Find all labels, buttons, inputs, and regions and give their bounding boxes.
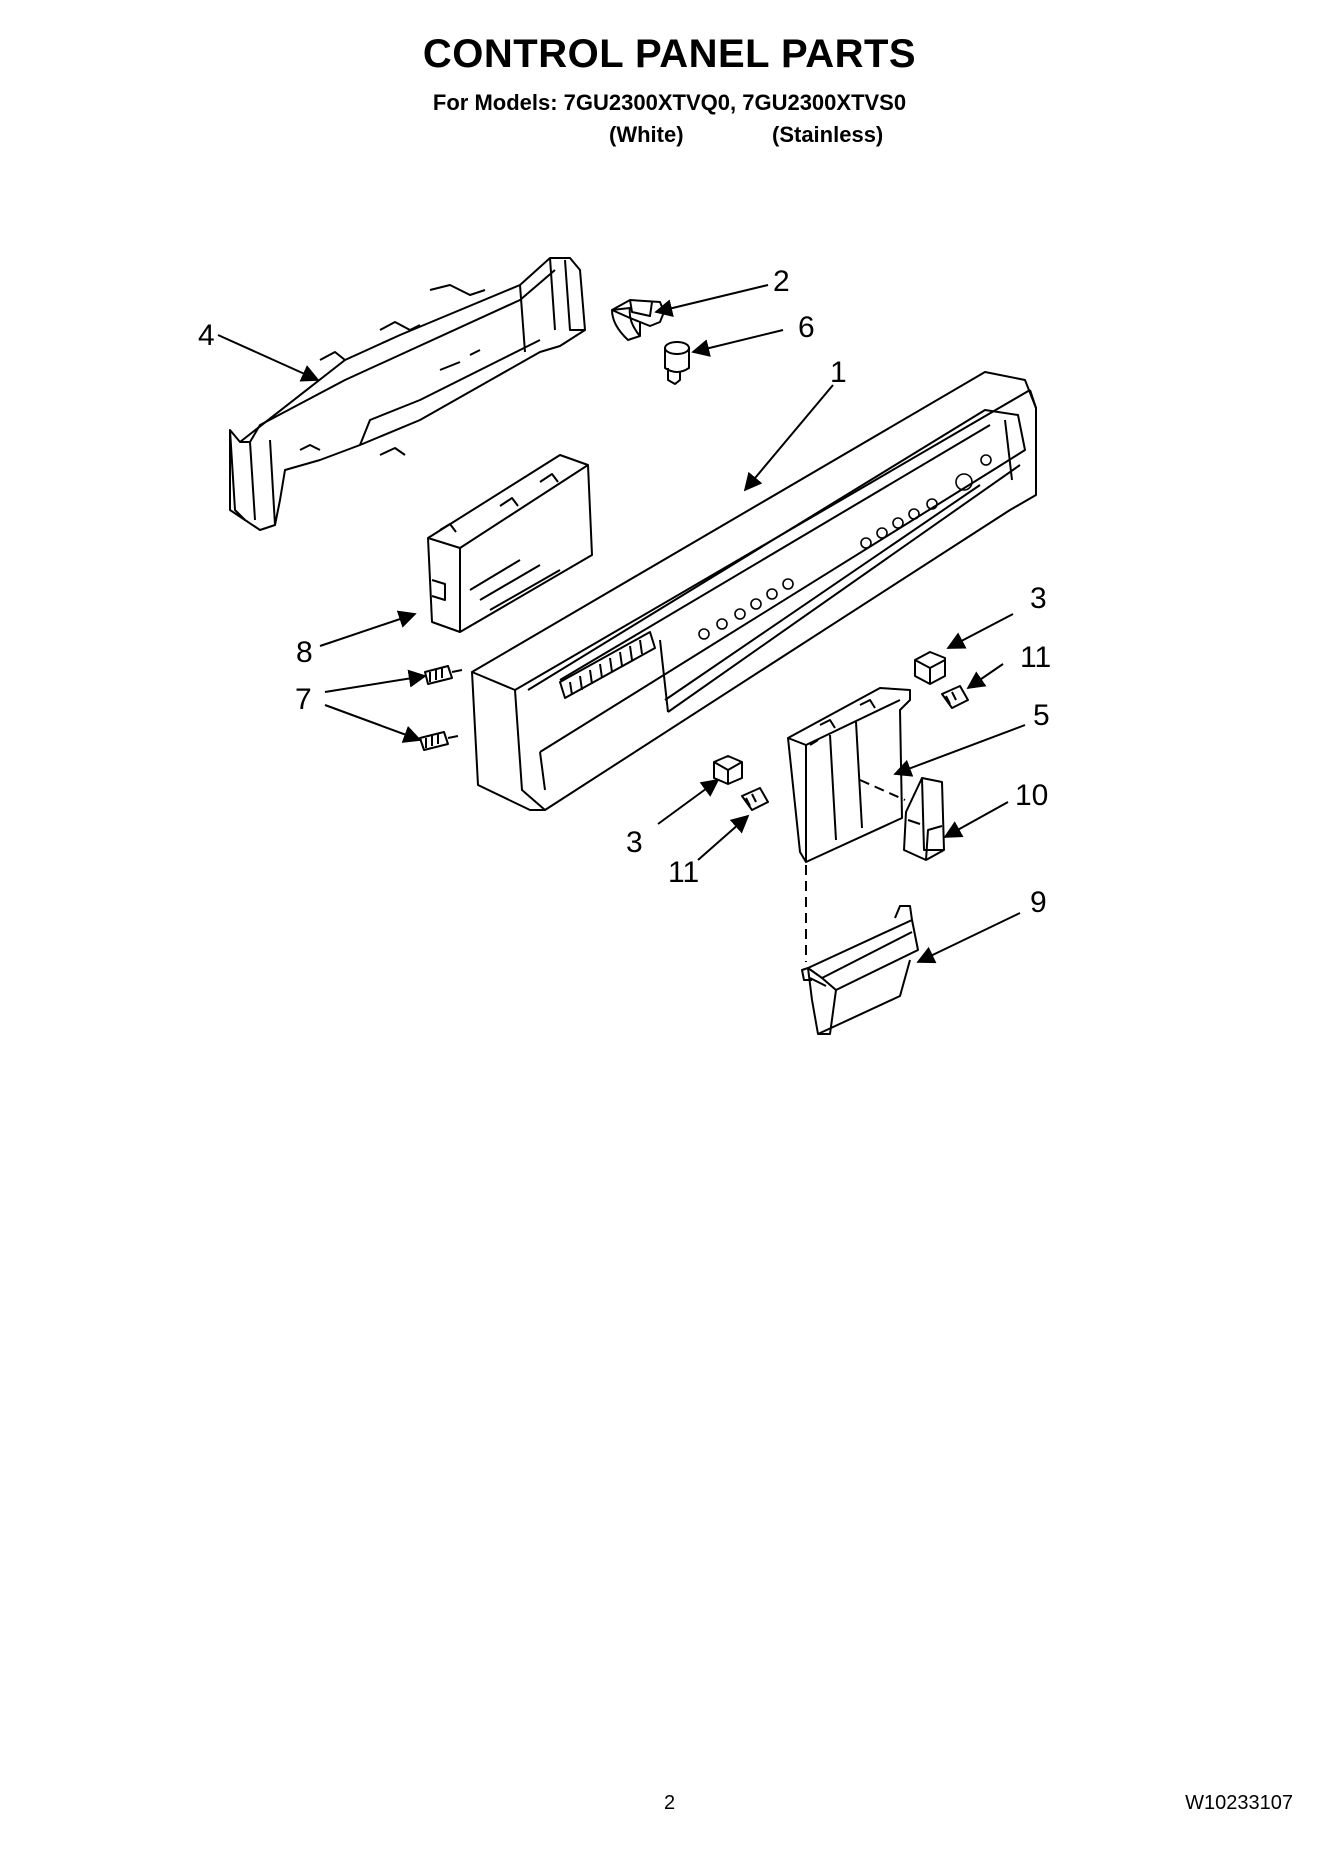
part-3-clip-right — [914, 651, 946, 685]
part-10-side-clip — [903, 777, 945, 861]
variant-white-label: (White) — [609, 122, 684, 147]
callout-1: 1 — [830, 356, 847, 389]
part-11-screw-right — [941, 685, 969, 709]
part-1-control-panel — [471, 371, 1037, 811]
part-5-mounting-bracket — [787, 687, 911, 863]
part-1-button-row — [698, 454, 992, 640]
alignment-lines — [805, 779, 906, 962]
part-6-button — [664, 341, 690, 385]
callout-7: 7 — [295, 683, 312, 716]
callout-10: 10 — [1015, 779, 1048, 812]
callout-9: 9 — [1030, 886, 1047, 919]
page-title: CONTROL PANEL PARTS — [422, 32, 917, 76]
part-3-clip-left — [713, 755, 743, 785]
part-8-control-board — [427, 454, 593, 633]
callout-6: 6 — [798, 311, 815, 344]
callout-numbers: 2 6 1 4 8 7 3 11 5 10 3 11 9 — [198, 265, 1051, 919]
models-line: For Models: 7GU2300XTVQ0, 7GU2300XTVS0 — [432, 90, 907, 115]
callout-3-left: 3 — [626, 826, 643, 859]
part-7-screws — [419, 665, 463, 751]
callout-5: 5 — [1033, 699, 1050, 732]
callout-2: 2 — [773, 265, 790, 298]
document-number: W10233107 — [1185, 1792, 1293, 1814]
callout-11-right: 11 — [1020, 641, 1051, 674]
part-11-screw-left — [741, 787, 769, 811]
callout-11-left: 11 — [668, 856, 699, 889]
part-9-lower-bracket — [801, 905, 919, 1035]
part-2-clip — [611, 299, 665, 341]
page-number: 2 — [663, 1792, 676, 1814]
callout-3-right: 3 — [1030, 582, 1047, 615]
variant-stainless-label: (Stainless) — [772, 122, 884, 147]
leader-arrows — [217, 284, 1026, 964]
part-4-cover-bracket — [229, 257, 586, 531]
callout-4: 4 — [198, 319, 215, 352]
callout-8: 8 — [296, 636, 313, 669]
